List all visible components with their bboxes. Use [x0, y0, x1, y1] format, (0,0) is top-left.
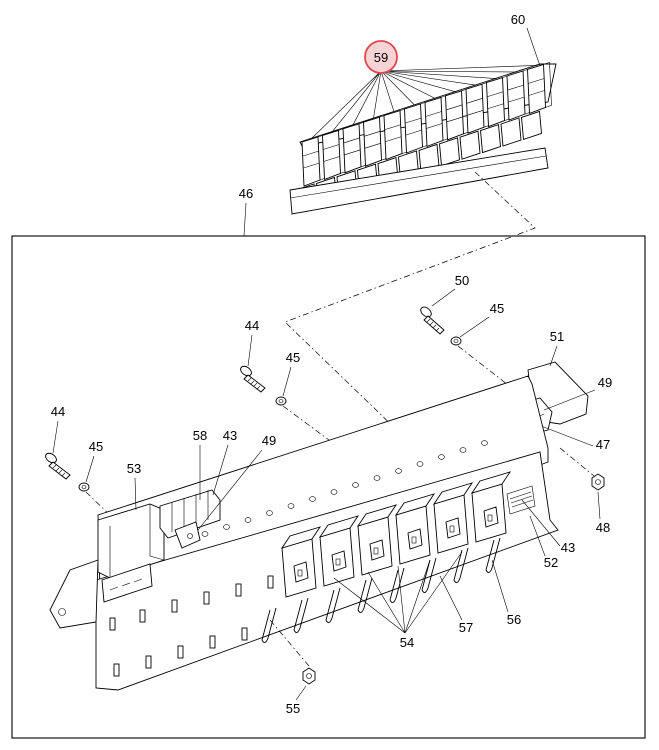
callout-43-left: 43: [223, 428, 237, 443]
assembly-frame: [11, 235, 646, 739]
callout-45-top: 45: [490, 301, 504, 316]
callout-53: 53: [127, 461, 141, 476]
callout-47: 47: [596, 437, 610, 452]
callout-51: 51: [550, 329, 564, 344]
wire-loops: [261, 537, 501, 643]
nut-55: [302, 667, 316, 685]
callout-58: 58: [193, 428, 207, 443]
relay-sockets: [280, 471, 512, 598]
callout-49-left: 49: [262, 433, 276, 448]
washer-45-left: [78, 482, 90, 492]
terminal-block-part: [289, 61, 557, 215]
nut-48: [591, 473, 605, 491]
callout-49-right: 49: [598, 375, 612, 390]
callout-55: 55: [286, 701, 300, 716]
callout-59: 59: [374, 50, 388, 65]
callout-44-left: 44: [51, 404, 65, 419]
callout-54: 54: [400, 635, 414, 650]
screw-44-mid: [240, 365, 266, 393]
callout-59-badge[interactable]: 59: [364, 40, 398, 74]
leader-lines-59: [311, 65, 538, 139]
callout-46: 46: [239, 186, 253, 201]
washer-45-top: [450, 336, 462, 346]
washer-45-mid: [275, 396, 287, 406]
callout-52: 52: [544, 555, 558, 570]
screw-44-left: [45, 452, 71, 480]
callout-45-mid: 45: [286, 350, 300, 365]
callout-43-right: 43: [561, 540, 575, 555]
callout-45-left: 45: [89, 439, 103, 454]
callout-57: 57: [459, 620, 473, 635]
callout-56: 56: [507, 612, 521, 627]
label-sticker: [506, 485, 536, 515]
callout-60: 60: [511, 12, 525, 27]
connector-58: [159, 489, 221, 549]
screw-50: [420, 306, 445, 335]
callout-48: 48: [596, 520, 610, 535]
relay-53: [97, 503, 165, 603]
callout-44-mid: 44: [245, 318, 259, 333]
callout-50: 50: [455, 273, 469, 288]
leader-lines-54: [333, 551, 463, 634]
